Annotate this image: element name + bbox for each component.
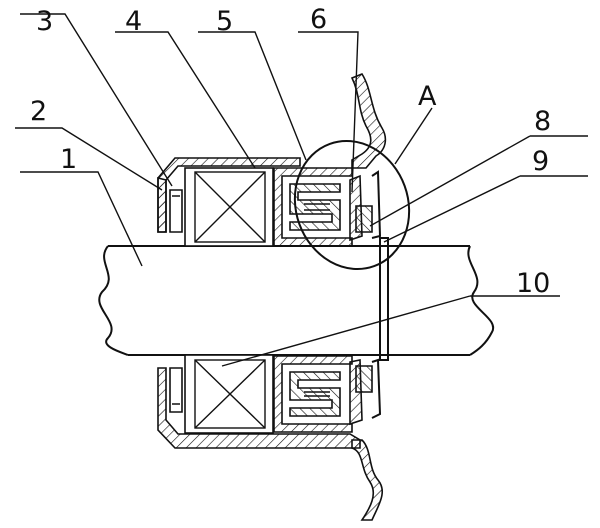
housing-shell [157, 157, 361, 449]
callout-2: 2 [30, 96, 47, 127]
bearing-upper [184, 167, 274, 247]
shaft [98, 245, 495, 356]
seal-lip-upper [349, 170, 382, 242]
seal-lip-lower [349, 358, 382, 426]
callout-1: 1 [60, 144, 77, 175]
callout-9: 9 [532, 146, 549, 177]
bearing-lower [184, 354, 274, 434]
detail-circle-a [293, 139, 411, 271]
callout-8: 8 [534, 106, 551, 137]
callout-a: A [418, 81, 437, 112]
labyrinth-seal-upper [273, 167, 353, 247]
labyrinth-seal-lower [273, 355, 353, 433]
mounting-plate [350, 73, 387, 521]
callout-5: 5 [216, 6, 233, 37]
callout-6: 6 [310, 4, 327, 35]
callout-4: 4 [125, 6, 142, 37]
end-cap [169, 189, 183, 413]
callout-10: 10 [516, 268, 550, 299]
leader-lines [15, 13, 588, 367]
end-washer [379, 237, 389, 361]
callout-3: 3 [36, 6, 53, 37]
